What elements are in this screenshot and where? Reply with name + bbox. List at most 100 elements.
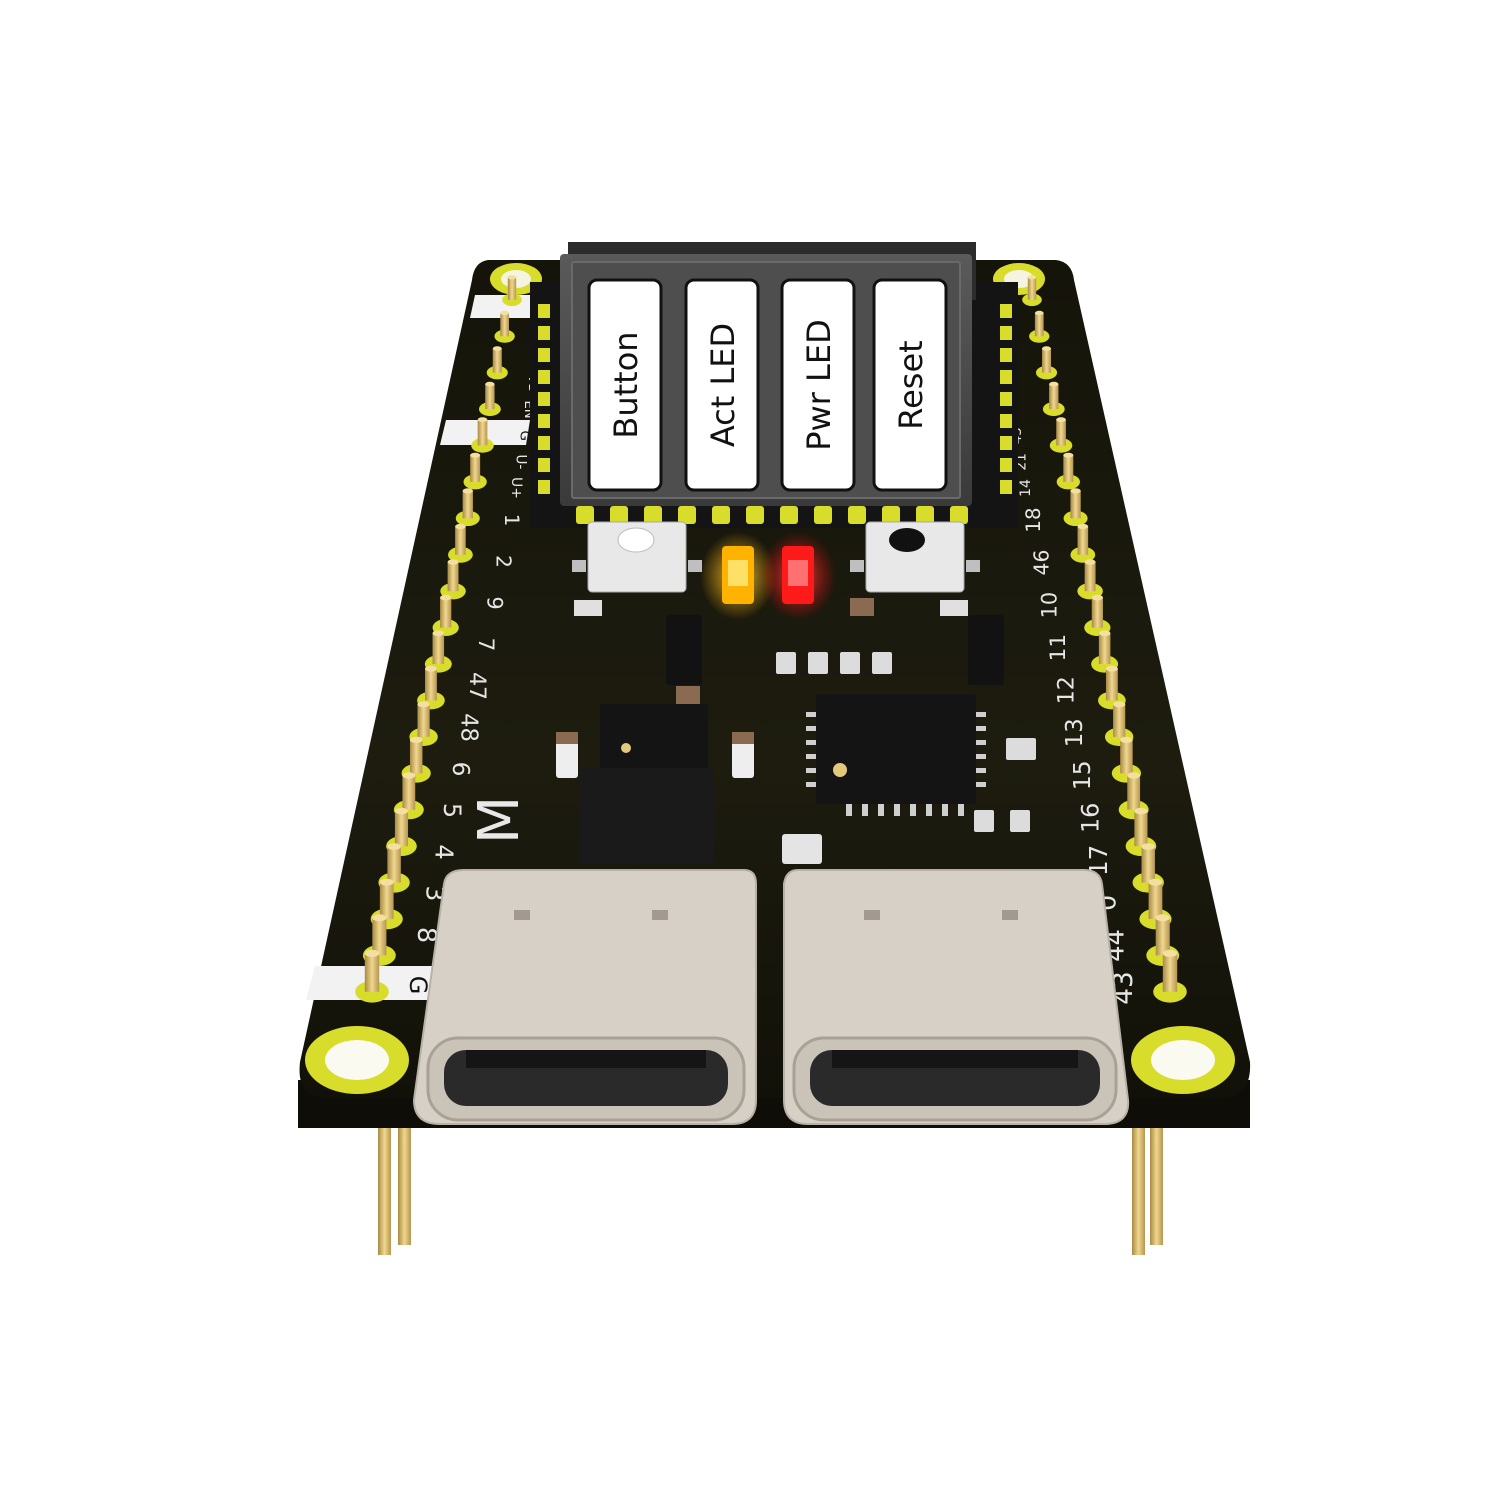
ic-pin [976,754,986,759]
module-pad [712,506,730,524]
usb-c-connector-left[interactable] [412,869,757,1125]
module-pad [1000,436,1012,450]
left-silk-label: 7 [473,638,498,652]
left-header-pin [486,346,508,380]
module-pad [538,458,550,472]
left-header-pin [448,523,473,563]
module-labels: Button Act LED Pwr LED Reset [587,278,948,492]
right-header-pin [1042,381,1065,417]
left-header-pin [455,488,480,527]
module-pad [538,414,550,428]
ic-pin [806,754,816,759]
label-pwr-led-text: Pwr LED [800,319,838,450]
ic-pin [806,726,816,731]
right-silk-label: 13 [1062,718,1088,747]
right-header-pin [1022,275,1042,307]
module-pad [538,304,550,318]
right-header-pin [1153,949,1187,1003]
module-pad [678,506,696,524]
module-pad [1000,458,1012,472]
module-pad [1000,326,1012,340]
left-silk-label: 48 [456,713,482,742]
label-button-text: Button [607,331,645,438]
left-header-pin [471,417,494,453]
ic-pin [926,804,932,816]
right-silk-label: 10 [1038,592,1062,619]
ic-pin [976,740,986,745]
right-header-pin [1125,807,1157,856]
right-silk-label: 18 [1022,507,1045,532]
module-pad [538,370,550,384]
ic-pin [862,804,868,816]
regulator-ic [600,704,708,770]
left-silk-label: 2 [491,555,515,568]
ic-pin [942,804,948,816]
left-header-pin [494,310,515,343]
ic-pin [976,712,986,717]
left-silk-label: 5 [438,803,466,818]
module-pad [882,506,900,524]
ic-pin [910,804,916,816]
right-silk-label: 14 [1018,479,1034,497]
right-silk-label: 16 [1077,803,1105,833]
ic-pin [976,782,986,787]
module-pad [780,506,798,524]
act-led [700,532,776,620]
usb-c-connector-right[interactable] [783,869,1130,1125]
left-silk-label: 6 [447,762,474,777]
ic-pin [806,768,816,773]
module-pad [538,326,550,340]
ic-pin [806,740,816,745]
module-pad [1000,392,1012,406]
inductor [580,768,714,864]
module-pad [538,436,550,450]
boot-button [572,521,702,593]
right-silk-label: 46 [1029,550,1053,576]
module-pad [814,506,832,524]
label-act-led: Act LED [684,278,760,492]
module-pad [848,506,866,524]
label-button: Button [587,278,663,492]
label-reset-text: Reset [892,340,930,429]
module-pad [644,506,662,524]
main-ic [806,694,986,816]
left-header-row [355,275,522,1003]
left-silk-label: 1 [500,514,523,527]
ic-pin [806,712,816,717]
left-header-pin [502,275,522,307]
left-silk-label: 4 [429,844,458,860]
right-header-pin [1056,452,1080,490]
right-header-pin [1029,310,1050,343]
module-pad [1000,370,1012,384]
left-silk-label: 9 [483,596,507,609]
module-pad [1000,480,1012,494]
label-pwr-led: Pwr LED [780,278,856,492]
module-pad [1000,414,1012,428]
module-pad [916,506,934,524]
module-pad [576,506,594,524]
header-pin-legs [378,1125,1163,1255]
left-silk-label: 47 [464,672,490,700]
right-header-pin [1118,772,1149,820]
left-silk-label: U- [512,454,528,469]
module-pad [538,480,550,494]
right-header-pin [1049,417,1073,453]
left-header-pin [355,949,389,1003]
board-logo: M [467,796,532,844]
module-pad [538,392,550,406]
module-pad [746,506,764,524]
right-header-pin [1035,346,1058,380]
small-components [556,598,1036,864]
ic-pin [806,782,816,787]
left-header-pin [463,452,487,490]
module-pad [610,506,628,524]
label-reset: Reset [872,278,948,492]
right-header-row [1022,275,1187,1003]
module-pad [1000,304,1012,318]
label-act-led-text: Act LED [704,323,742,447]
right-header-pin [1063,488,1088,527]
left-silk-label: G [517,430,533,440]
right-header-pin [1070,523,1096,563]
right-silk-label: 15 [1068,760,1096,790]
